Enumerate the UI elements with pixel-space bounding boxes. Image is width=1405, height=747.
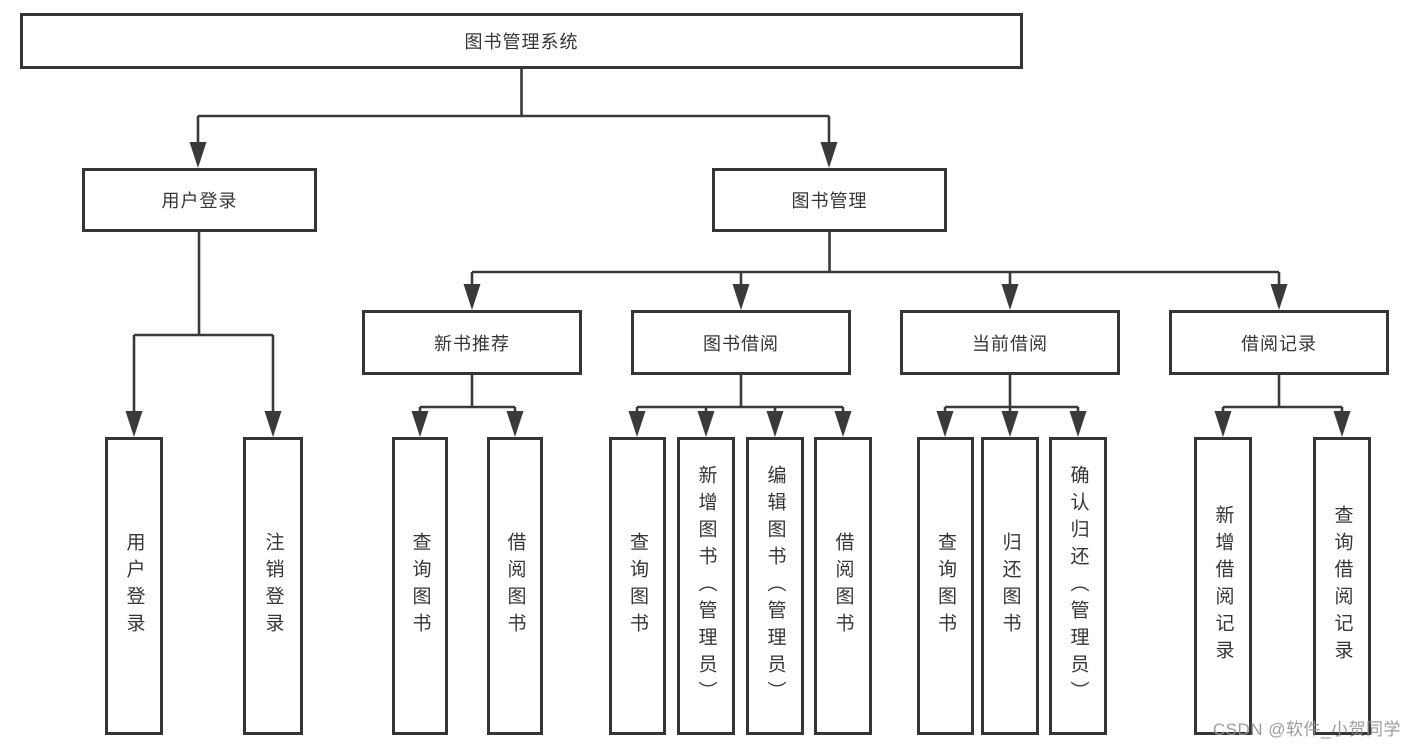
arrowhead-icon bbox=[1069, 411, 1087, 437]
leaf-query-books-current: 查询图书 bbox=[917, 437, 974, 735]
arrowhead-icon bbox=[697, 411, 715, 437]
node-label: 确认归还（管理员） bbox=[1067, 464, 1089, 708]
arrowhead-icon bbox=[125, 411, 143, 437]
node-book-borrow: 图书借阅 bbox=[631, 310, 851, 375]
node-label: 归还图书 bbox=[999, 532, 1021, 640]
arrowhead-icon bbox=[766, 411, 784, 437]
node-label: 图书管理 bbox=[791, 191, 868, 211]
node-root-library-system: 图书管理系统 bbox=[20, 13, 1023, 69]
node-label: 查询图书 bbox=[409, 532, 431, 640]
leaf-query-books-recommend: 查询图书 bbox=[392, 437, 448, 735]
arrowhead-icon bbox=[463, 284, 481, 310]
arrowhead-icon bbox=[820, 142, 838, 168]
node-label: 用户登录 bbox=[161, 191, 238, 211]
node-label: 新增图书（管理员） bbox=[695, 464, 717, 708]
leaf-borrow-books-recommend: 借阅图书 bbox=[487, 437, 543, 735]
arrowhead-icon bbox=[1001, 411, 1019, 437]
arrowhead-icon bbox=[732, 284, 750, 310]
node-label: 图书管理系统 bbox=[464, 32, 579, 52]
arrowhead-icon bbox=[506, 411, 524, 437]
node-label: 查询图书 bbox=[627, 532, 648, 640]
node-label: 当前借阅 bbox=[972, 333, 1048, 354]
node-book-management: 图书管理 bbox=[712, 168, 947, 232]
node-label: 借阅记录 bbox=[1241, 333, 1317, 354]
arrowheads bbox=[125, 142, 1351, 437]
arrowhead-icon bbox=[1333, 411, 1351, 437]
leaf-query-books-borrow: 查询图书 bbox=[609, 437, 666, 735]
arrowhead-icon bbox=[1270, 284, 1288, 310]
arrowhead-icon bbox=[936, 411, 954, 437]
node-current-borrow: 当前借阅 bbox=[900, 310, 1120, 375]
arrowhead-icon bbox=[1001, 284, 1019, 310]
arrowhead-icon bbox=[628, 411, 646, 437]
leaf-user-login: 用户登录 bbox=[105, 437, 163, 735]
node-label: 借阅图书 bbox=[504, 532, 526, 640]
leaf-add-borrow-record: 新增借阅记录 bbox=[1194, 437, 1252, 735]
node-user-login: 用户登录 bbox=[82, 168, 317, 232]
node-label: 新增借阅记录 bbox=[1212, 505, 1234, 667]
arrowhead-icon bbox=[411, 411, 429, 437]
arrowhead-icon bbox=[834, 411, 852, 437]
leaf-edit-books-admin: 编辑图书（管理员） bbox=[746, 437, 804, 735]
node-label: 编辑图书（管理员） bbox=[764, 464, 786, 708]
leaf-borrow-books: 借阅图书 bbox=[814, 437, 872, 735]
node-label: 查询借阅记录 bbox=[1331, 505, 1353, 667]
node-label: 新书推荐 bbox=[434, 333, 510, 354]
leaf-query-borrow-record: 查询借阅记录 bbox=[1313, 437, 1371, 735]
leaf-confirm-return-admin: 确认归还（管理员） bbox=[1049, 437, 1107, 735]
tree-edges bbox=[132, 69, 1344, 414]
arrowhead-icon bbox=[264, 411, 282, 437]
leaf-return-books: 归还图书 bbox=[981, 437, 1039, 735]
node-label: 查询图书 bbox=[935, 532, 956, 640]
node-label: 借阅图书 bbox=[832, 532, 854, 640]
leaf-add-books-admin: 新增图书（管理员） bbox=[677, 437, 735, 735]
arrowhead-icon bbox=[189, 142, 207, 168]
node-label: 图书借阅 bbox=[703, 333, 779, 354]
node-label: 注销登录 bbox=[262, 532, 284, 640]
node-new-book-recommend: 新书推荐 bbox=[362, 310, 582, 375]
leaf-logout: 注销登录 bbox=[243, 437, 303, 735]
node-label: 用户登录 bbox=[123, 532, 145, 640]
node-borrow-records: 借阅记录 bbox=[1169, 310, 1389, 375]
arrowhead-icon bbox=[1214, 411, 1232, 437]
